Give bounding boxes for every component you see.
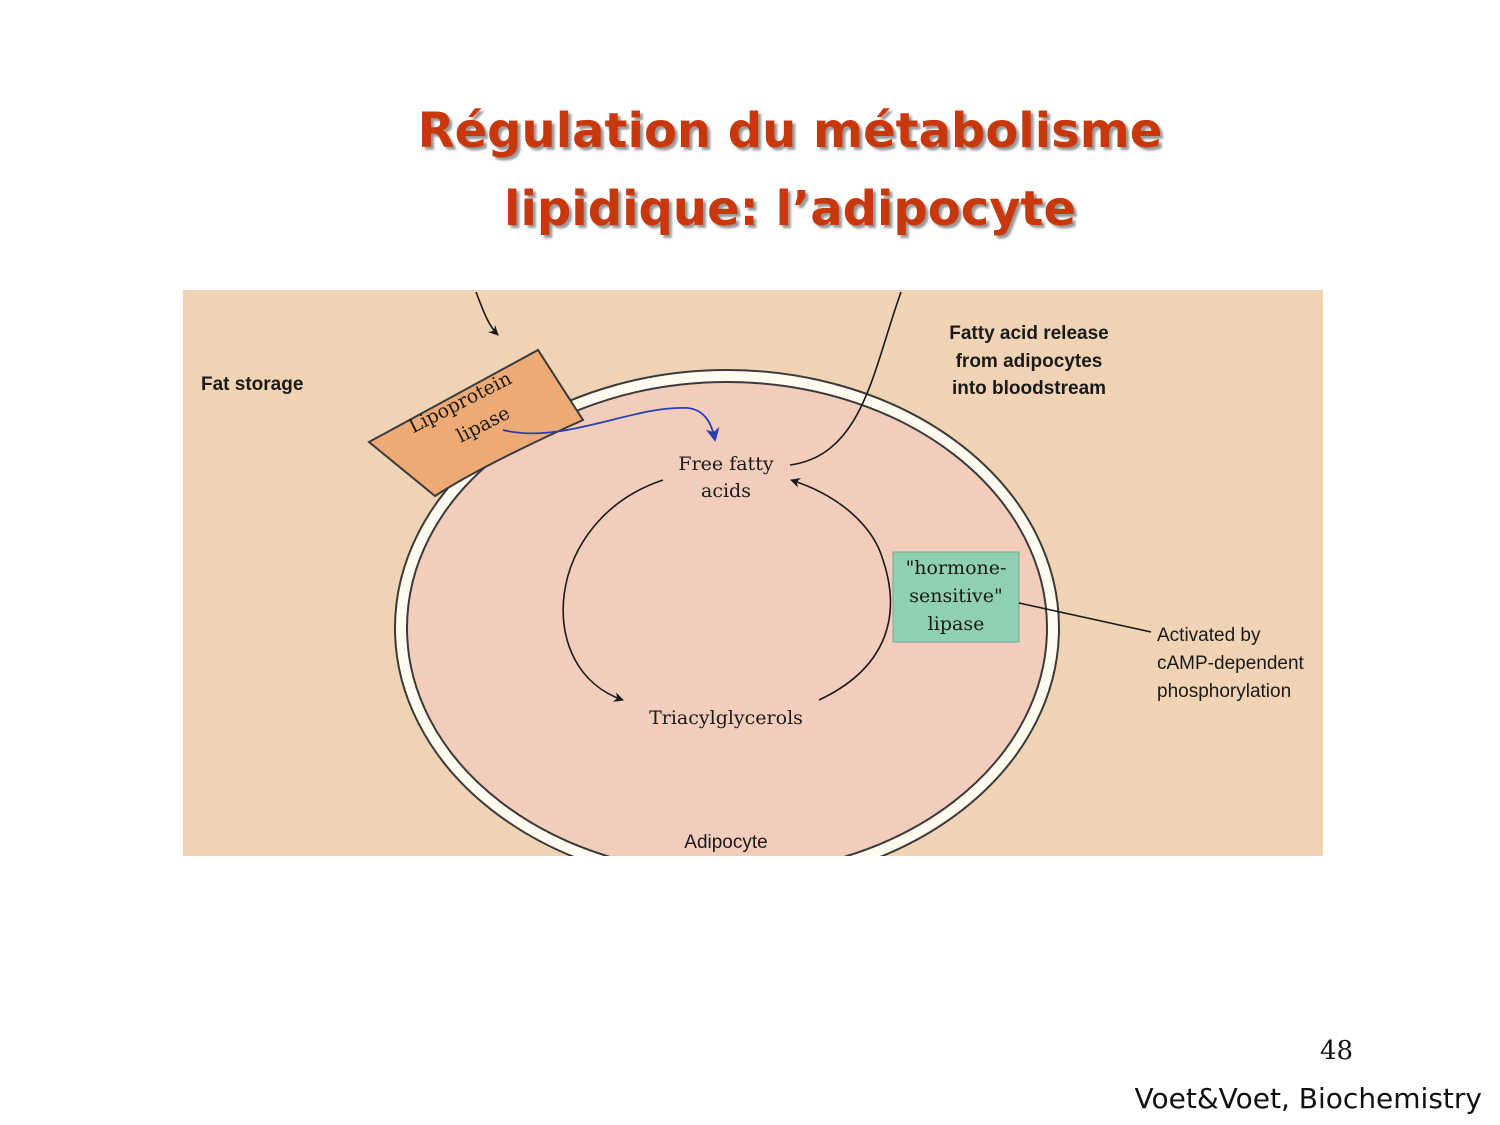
source-credit: Voet&Voet, Biochemistry xyxy=(1134,1082,1482,1115)
hsl-label-line3: lipase xyxy=(928,613,985,635)
activation-pointer-line xyxy=(1018,602,1152,633)
adipocyte-label: Adipocyte xyxy=(684,832,767,853)
free-fatty-acids-line1: Free fatty xyxy=(678,453,773,475)
title-line-1: Régulation du métabolisme xyxy=(417,103,1163,159)
release-label-line2: from adipocytes xyxy=(956,351,1103,372)
esterification-arrow xyxy=(562,479,664,702)
hsl-label-line2: sensitive" xyxy=(909,585,1003,607)
activated-label-line1: Activated by xyxy=(1157,625,1261,646)
release-label-line1: Fatty acid release xyxy=(949,323,1108,344)
free-fatty-acids-line2: acids xyxy=(701,480,751,502)
hormone-sensitive-lipase-box: "hormone- sensitive" lipase xyxy=(892,551,1020,643)
diagram-svg: Lipoprotein lipase "hormone- sensitive" … xyxy=(183,290,1323,856)
fatty-acid-release-line xyxy=(789,291,902,466)
page-number: 48 xyxy=(1320,1036,1354,1066)
fat-storage-label: Fat storage xyxy=(201,374,303,395)
slide-title: Régulation du métabolisme lipidique: l’a… xyxy=(290,92,1290,248)
lipoprotein-lipase-box: Lipoprotein lipase xyxy=(367,348,585,498)
blue-lipase-arrow xyxy=(502,407,720,442)
lipolysis-arrow xyxy=(790,477,892,701)
cell-interior xyxy=(406,381,1048,856)
hsl-label-line1: "hormone- xyxy=(906,557,1007,579)
activated-label-line2: cAMP-dependent xyxy=(1157,653,1305,674)
activated-label-line3: phosphorylation xyxy=(1157,681,1291,702)
title-line-2: lipidique: l’adipocyte xyxy=(504,181,1076,237)
release-label-line3: into bloodstream xyxy=(952,378,1106,399)
triacylglycerols-label: Triacylglycerols xyxy=(649,707,803,729)
adipocyte-diagram: Lipoprotein lipase "hormone- sensitive" … xyxy=(183,290,1323,856)
incoming-lipoprotein-arrow xyxy=(475,291,499,336)
